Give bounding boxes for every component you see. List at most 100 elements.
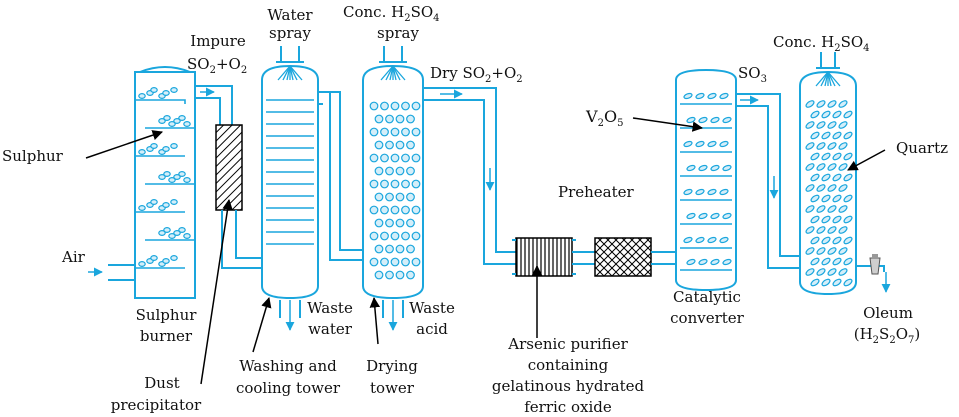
leader-lines [85,117,886,385]
sulphur-piece [178,114,186,121]
packing-ball [374,114,384,124]
packing-ball [380,257,389,267]
catalyst-pellet [698,116,708,124]
catalyst-pellet [695,140,705,148]
label-waste-acid-1: Waste [409,299,455,317]
packing-ball [401,257,410,267]
label-catalytic-converter-1: Catalytic [673,288,741,306]
quartz-piece [827,184,837,192]
catalytic-converter [675,68,737,292]
label-quartz: Quartz [896,139,948,157]
quartz-piece [843,131,853,140]
packing-ball [369,257,379,267]
packing-ball [395,244,405,254]
packing-ball [385,218,394,228]
packing-ball [390,257,400,267]
sulphur-piece [138,149,146,156]
sulphur-piece [162,146,170,153]
packing-ball [395,218,405,228]
drying-packing [369,101,421,280]
quartz-piece [843,194,853,203]
packing-ball [390,101,400,111]
quartz-piece [838,163,848,171]
label-sulphur-burner-2: burner [140,327,193,345]
quartz-piece [838,184,848,192]
label-arsenic-purifier-3: gelatinous hydrated [492,377,645,395]
quartz-piece [832,152,842,161]
spray-jet [385,65,394,81]
label-washing-tower-1: Washing and [239,357,337,375]
sulphur-piece [178,227,186,234]
label-water: Water [267,6,313,24]
spray-jet [827,71,841,87]
quartz-piece [843,215,853,224]
v2o5-catalyst-beds [683,92,732,266]
packing-ball [406,270,415,280]
catalyst-pellet [707,188,717,196]
packing-ball [411,179,421,189]
pipe-washer-to-dryer [318,91,363,261]
quartz-piece [827,163,837,171]
quartz-piece [816,100,826,108]
quartz-piece [816,163,826,171]
catalyst-pellet [686,212,696,220]
h2so4-spray-nozzle [815,71,841,87]
packing-ball [369,127,379,137]
packing-ball [385,244,394,254]
label-drying-tower-2: tower [370,379,415,397]
quartz-piece [805,268,815,276]
quartz-piece [816,247,826,255]
quartz-piece [827,205,837,213]
quartz-piece [838,142,848,150]
sulphur-piece [168,233,176,240]
packing-ball [411,153,421,163]
quartz-piece [821,152,831,161]
catalyst-pellet [710,116,720,124]
sulphur-piece [170,86,178,93]
packing-ball [374,166,384,176]
oleum-tap [869,254,881,275]
catalyst-pellet [686,164,696,172]
quartz-piece [832,236,842,245]
quartz-piece [810,236,820,245]
labels: Water spray Impure SO2+O2 Conc. H2SO4 sp… [2,3,948,416]
quartz-piece [810,152,820,161]
quartz-piece [821,278,831,287]
packing-ball [401,127,410,137]
quartz-piece [816,226,826,234]
packing-ball [411,205,421,215]
sulphur-piece [178,171,186,178]
dust-precipitator [215,124,243,211]
packing-ball [411,101,421,111]
catalyst-pellet [683,140,693,148]
quartz-piece [821,110,831,119]
catalyst-pellet [722,116,732,124]
pipe-preheater-to-converter [651,251,676,265]
washing-cooling-tower [261,46,319,331]
packing-ball [390,179,400,189]
packing-ball [369,153,379,163]
catalyst-pellet [722,164,732,172]
sulphur-piece [163,227,171,234]
sulphur-piece [138,92,146,99]
label-dust-precipitator-1: Dust [144,374,179,392]
packing-ball [369,179,379,189]
preheater [594,237,652,277]
packing-ball [395,114,405,124]
label-arsenic-purifier-2: containing [528,356,609,374]
catalyst-pellet [686,258,696,266]
quartz-piece [832,278,842,287]
packing-ball [395,270,405,280]
catalyst-pellet [707,236,717,244]
sulphur-piece [162,89,170,96]
quartz-piece [821,257,831,266]
packing-ball [385,166,394,176]
arsenic-purifier [512,237,576,277]
quartz-piece [838,247,848,255]
quartz-piece [843,173,853,182]
label-catalytic-converter-2: converter [670,309,745,327]
packing-ball [401,153,410,163]
catalyst-pellet [695,236,705,244]
packing-ball [390,205,400,215]
